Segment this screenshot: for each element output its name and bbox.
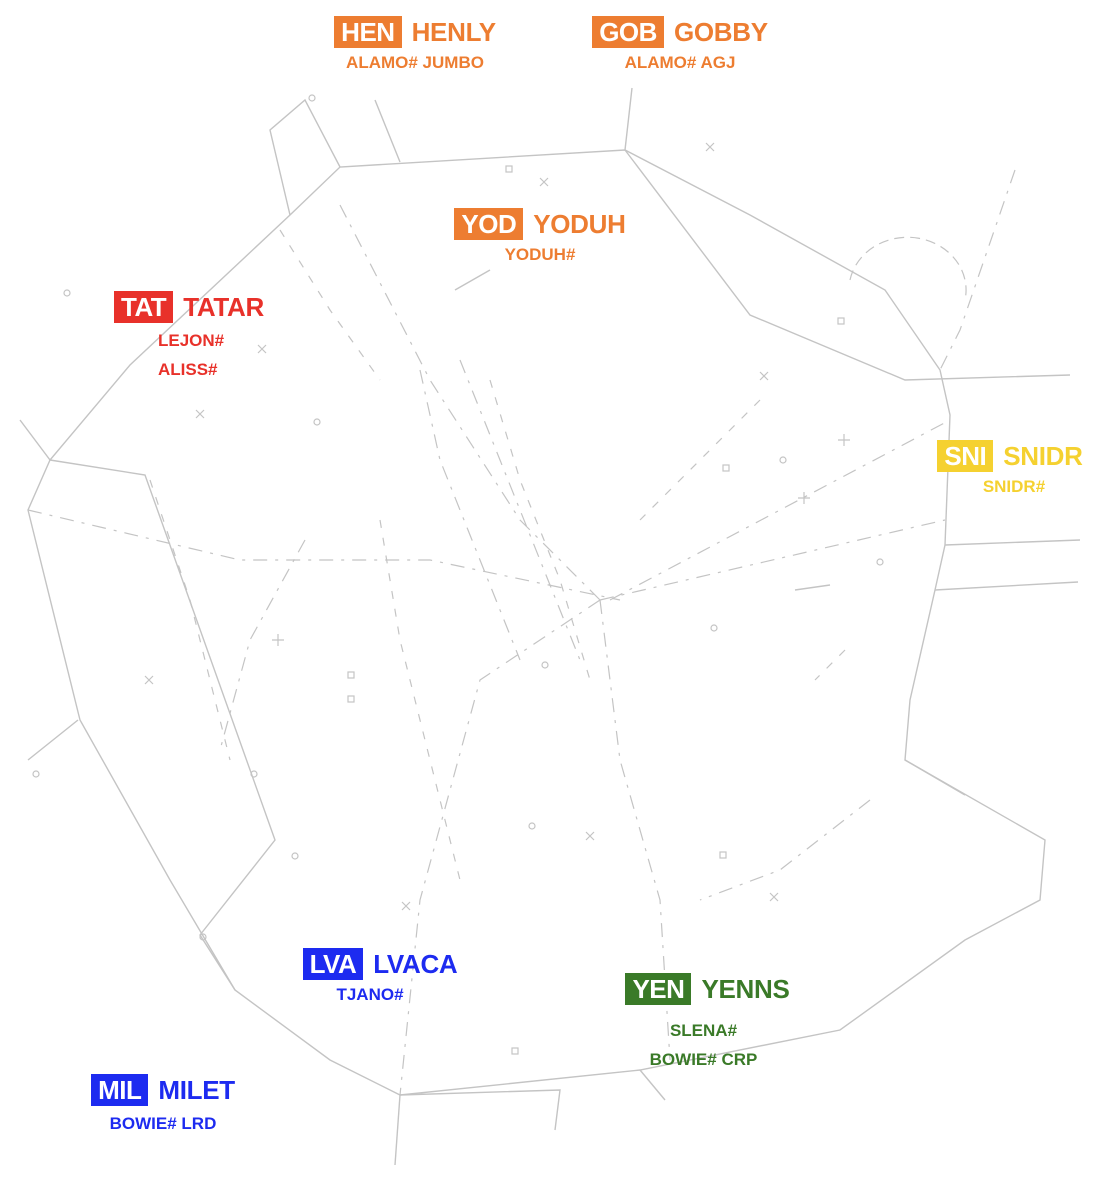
fix-lvaca-procedure: TJANO# (336, 985, 404, 1004)
navaid-symbols (32, 94, 884, 1055)
fix-lvaca[interactable]: LVA LVACA TJANO# (270, 948, 490, 1009)
fix-henly-procedure: ALAMO# JUMBO (346, 53, 484, 72)
fix-lvaca-code: LVA (302, 948, 364, 980)
boundary-lines (19, 87, 1081, 1166)
fix-gobby-name: GOBBY (673, 17, 768, 47)
fix-lvaca-title: LVA LVACA (270, 948, 490, 980)
fix-tatar-code: TAT (114, 291, 174, 323)
fix-gobby-procedure: ALAMO# AGJ (624, 53, 736, 72)
fix-gobby-title: GOB GOBBY (565, 16, 795, 48)
outer-boundary (27, 149, 1046, 1096)
fix-yoduh[interactable]: YOD YODUH YODUH# (420, 208, 660, 269)
fix-yenns[interactable]: YEN YENNS SLENA# BOWIE# CRP (595, 973, 820, 1074)
holding-arc (849, 236, 967, 301)
fix-yenns-code: YEN (625, 973, 692, 1005)
fix-yenns-procedure-2: BOWIE# CRP (649, 1050, 758, 1069)
fix-milet[interactable]: MIL MILET BOWIE# LRD (58, 1074, 268, 1138)
fix-yoduh-title: YOD YODUH (420, 208, 660, 240)
fix-tatar-procedure-2: ALISS# (158, 360, 218, 379)
fix-gobby-code: GOB (592, 16, 664, 48)
fix-snidr[interactable]: SNI SNIDR SNIDR# (915, 440, 1105, 501)
fix-yoduh-procedure: YODUH# (504, 245, 576, 264)
crossing-marks (144, 142, 850, 911)
fix-yoduh-name: YODUH (533, 209, 626, 239)
fix-yenns-title: YEN YENNS (595, 973, 820, 1005)
fix-tatar[interactable]: TAT TATAR LEJON# ALISS# (114, 291, 264, 384)
fix-milet-title: MIL MILET (58, 1074, 268, 1106)
fix-milet-procedure: BOWIE# LRD (109, 1114, 217, 1133)
fix-milet-name: MILET (158, 1075, 235, 1105)
fix-henly-name: HENLY (411, 17, 497, 47)
fix-yenns-procedure-1: SLENA# (669, 1021, 738, 1040)
fix-snidr-procedure: SNIDR# (982, 477, 1046, 496)
fix-henly-code: HEN (334, 16, 402, 48)
fix-henly[interactable]: HEN HENLY ALAMO# JUMBO (300, 16, 530, 77)
fix-snidr-title: SNI SNIDR (915, 440, 1105, 472)
fix-gobby[interactable]: GOB GOBBY ALAMO# AGJ (565, 16, 795, 77)
inner-boundary (49, 459, 276, 991)
fix-yoduh-code: YOD (454, 208, 524, 240)
fix-tatar-procedure-1: LEJON# (158, 331, 225, 350)
fix-lvaca-name: LVACA (373, 949, 458, 979)
fix-snidr-code: SNI (937, 440, 994, 472)
fix-tatar-name: TATAR (183, 292, 264, 322)
fix-snidr-name: SNIDR (1003, 441, 1083, 471)
fix-tatar-title: TAT TATAR (114, 291, 264, 323)
fix-milet-code: MIL (91, 1074, 149, 1106)
fix-yenns-name: YENNS (701, 974, 790, 1004)
fix-henly-title: HEN HENLY (300, 16, 530, 48)
track-dashes (149, 229, 846, 881)
